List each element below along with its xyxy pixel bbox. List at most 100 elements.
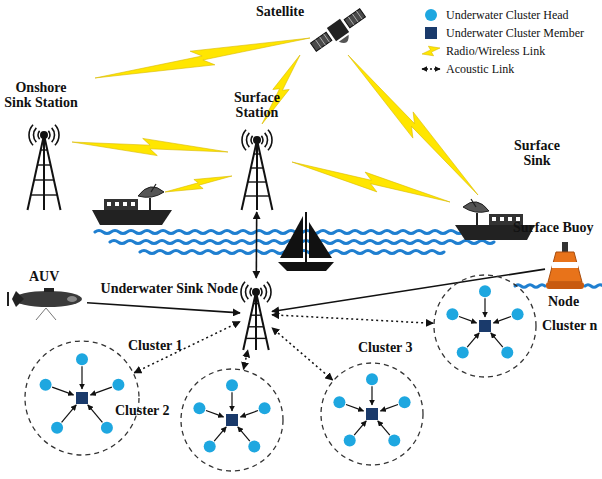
cluster-member-circle [501,347,513,359]
acoustic-link [272,315,433,324]
legend-sample [420,61,442,77]
auv-nose [67,296,77,302]
buoy-icon [546,242,584,289]
panel-grid [352,14,358,22]
tower-brace [254,153,260,154]
antenna-tower [242,130,273,210]
radio-link-bolt [165,176,232,192]
tower-leg [28,135,45,210]
tower-leg [242,140,257,210]
radio-wave-arc [267,282,271,302]
legend-swatch [425,27,437,39]
radio-wave-arc [48,131,50,139]
auv-propeller [7,292,9,306]
member-link [371,386,372,405]
cluster-member-circle [446,308,458,320]
radio-wave-arc [261,136,263,144]
cluster-member-circle [101,422,113,434]
network-node: Underwater Sink Node [240,278,272,350]
tower-brace [251,167,263,168]
buoy-band [552,262,578,268]
cluster-circle: Cluster 3 [320,362,424,466]
link-arrow [87,303,240,313]
ship-window [131,202,135,206]
member-link [346,405,364,411]
legend-row: Acoustic Link [420,60,584,78]
tower-mast [255,292,257,350]
link-arrow [255,212,257,278]
cluster-member-circle [51,422,63,434]
auv-icon [8,288,82,320]
member-link [88,405,103,422]
sail [309,222,332,258]
member-link [354,421,366,435]
tower-mast [256,140,258,210]
member-link [231,392,232,411]
radio-wave-arc [55,125,59,145]
legend-row: Underwater Cluster Member [420,24,584,42]
node-label: Surface Station [227,90,287,121]
tower-leg [44,135,61,210]
tower-leg [256,292,269,350]
node-label: Cluster 1 [128,338,183,353]
member-link [484,298,485,317]
radio-link-bolt [95,38,310,78]
legend-sample [420,43,442,59]
buoy-body [548,252,582,282]
radio-wave-arc [246,285,249,299]
node-label: Cluster n [542,318,597,333]
ship-window [107,202,111,206]
cluster-circle: Cluster 1 [24,340,140,456]
radio-link-bolt [72,138,228,155]
node-label: Cluster 2 [115,403,170,418]
cluster-boundary [25,341,139,455]
node-label: Onshore Sink Station [2,80,80,111]
member-link [206,411,224,417]
tower-leg [257,140,272,210]
cluster-member-circle [512,308,524,320]
dish-feed [471,199,476,207]
cluster-member-circle [344,435,356,447]
tower-mast [43,135,45,210]
satellite-dish [463,202,489,212]
tower-brace [37,164,50,165]
member-link [491,333,503,347]
ship-window [123,202,127,206]
member-link [214,427,226,441]
ship-cabin [104,199,138,210]
auv-sail [44,288,54,292]
acoustic-link [244,350,248,369]
legend-row: Radio/Wireless Link [420,42,584,60]
network-node: Surface Station [232,128,282,212]
tower-leg [243,292,256,350]
panel-grid [356,11,362,19]
radio-link-bolt [292,162,450,202]
node-label: Node [548,294,579,309]
cluster-outline-svg [180,368,284,472]
cluster-member-circle [399,396,411,408]
satellite-antenna [339,35,352,46]
ship-window [115,202,119,206]
member-link [378,421,390,435]
node-label: Surface Sink [508,138,566,169]
tower-brace [41,149,48,150]
radio-wave-arc [265,133,268,147]
cluster-member-circle [112,379,124,391]
cluster-boundary [434,275,536,377]
tower-brace [248,326,263,327]
node-label: Surface Buoy [513,220,594,235]
radio-wave-arc [246,133,249,147]
sea-wave [515,285,545,288]
legend: Underwater Cluster HeadUnderwater Cluste… [420,6,584,78]
member-link [62,405,77,422]
radio-wave-arc [241,282,245,302]
satellite-icon [309,6,371,59]
member-link [240,411,258,417]
network-node: Onshore Sink Station [18,120,70,212]
tower-brace [245,195,270,196]
radio-wave-arc [29,125,33,145]
network-node: Satellite [318,8,358,53]
radio-wave-arc [38,131,40,139]
cluster-member-circle [76,353,88,365]
sailboat [278,212,334,271]
